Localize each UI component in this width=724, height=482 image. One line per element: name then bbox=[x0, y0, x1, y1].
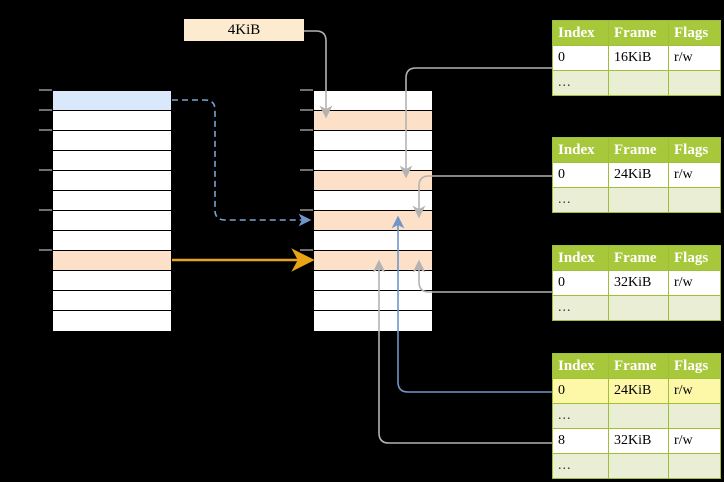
cell-flags bbox=[668, 70, 721, 96]
middle-column-ticks bbox=[300, 89, 313, 251]
cell-frame bbox=[608, 187, 669, 213]
cell-flags: r/w bbox=[668, 378, 721, 404]
column-header-index: Index bbox=[552, 137, 609, 163]
cell-index: 0 bbox=[552, 162, 609, 188]
column-header-flags: Flags bbox=[668, 20, 721, 46]
table-row-ellipsis: ... bbox=[552, 70, 721, 96]
cell-flags bbox=[668, 403, 721, 429]
cell-frame: 24KiB bbox=[608, 162, 669, 188]
cell-frame bbox=[608, 295, 669, 321]
table-row-ellipsis: ... bbox=[552, 403, 721, 429]
cell-index: ... bbox=[552, 70, 609, 96]
cell-frame: 32KiB bbox=[608, 428, 669, 454]
cell-frame bbox=[608, 403, 669, 429]
cell-flags: r/w bbox=[668, 270, 721, 296]
column-header-index: Index bbox=[552, 20, 609, 46]
column-header-frame: Frame bbox=[608, 245, 669, 271]
physical-frame-row-7 bbox=[314, 231, 432, 251]
physical-frame-row-5 bbox=[314, 191, 432, 211]
cell-frame bbox=[608, 70, 669, 96]
table-row-ellipsis: ... bbox=[552, 453, 721, 479]
virtual-page-row-4 bbox=[53, 171, 171, 191]
virtual-page-row-10 bbox=[53, 291, 171, 311]
cell-frame bbox=[608, 453, 669, 479]
column-header-index: Index bbox=[552, 353, 609, 379]
page-size-label: 4KiB bbox=[184, 19, 304, 41]
column-header-frame: Frame bbox=[608, 353, 669, 379]
virtual-page-row-6 bbox=[53, 211, 171, 231]
cell-index: 0 bbox=[552, 45, 609, 71]
wire-virtual-page-to-frame bbox=[172, 99, 312, 227]
virtual-page-row-0 bbox=[53, 91, 171, 111]
cell-index: ... bbox=[552, 187, 609, 213]
cell-index: ... bbox=[552, 295, 609, 321]
virtual-page-row-7 bbox=[53, 231, 171, 251]
cell-flags: r/w bbox=[668, 162, 721, 188]
column-header-frame: Frame bbox=[608, 20, 669, 46]
physical-memory-column bbox=[313, 90, 433, 331]
cell-flags bbox=[668, 453, 721, 479]
physical-frame-row-10 bbox=[314, 291, 432, 311]
cell-frame: 16KiB bbox=[608, 45, 669, 71]
cell-flags: r/w bbox=[668, 45, 721, 71]
physical-frame-row-1 bbox=[314, 111, 432, 131]
wire-table2-to-frame bbox=[412, 175, 552, 219]
table-row-ellipsis: ... bbox=[552, 187, 721, 213]
cell-flags bbox=[668, 187, 721, 213]
cell-index: 0 bbox=[552, 378, 609, 404]
virtual-address-space-column bbox=[52, 90, 172, 331]
cell-index: 0 bbox=[552, 270, 609, 296]
cell-index: ... bbox=[552, 453, 609, 479]
physical-frame-row-6 bbox=[314, 211, 432, 231]
column-header-flags: Flags bbox=[668, 137, 721, 163]
physical-frame-row-9 bbox=[314, 271, 432, 291]
virtual-page-row-3 bbox=[53, 151, 171, 171]
virtual-page-row-2 bbox=[53, 131, 171, 151]
wire-table3-to-frame bbox=[412, 259, 552, 293]
cell-frame: 24KiB bbox=[608, 378, 669, 404]
cell-frame: 32KiB bbox=[608, 270, 669, 296]
virtual-page-row-11 bbox=[53, 311, 171, 331]
virtual-page-row-8 bbox=[53, 251, 171, 271]
column-header-frame: Frame bbox=[608, 137, 669, 163]
left-column-ticks bbox=[39, 89, 52, 251]
physical-frame-row-0 bbox=[314, 91, 432, 111]
cell-index: 8 bbox=[552, 428, 609, 454]
table-row-ellipsis: ... bbox=[552, 295, 721, 321]
physical-frame-row-3 bbox=[314, 151, 432, 171]
physical-frame-row-2 bbox=[314, 131, 432, 151]
physical-frame-row-11 bbox=[314, 311, 432, 331]
column-header-flags: Flags bbox=[668, 353, 721, 379]
virtual-page-row-5 bbox=[53, 191, 171, 211]
virtual-page-row-9 bbox=[53, 271, 171, 291]
cell-index: ... bbox=[552, 403, 609, 429]
cell-flags bbox=[668, 295, 721, 321]
physical-frame-row-8 bbox=[314, 251, 432, 271]
cell-flags: r/w bbox=[668, 428, 721, 454]
virtual-page-row-1 bbox=[53, 111, 171, 131]
physical-frame-row-4 bbox=[314, 171, 432, 191]
column-header-flags: Flags bbox=[668, 245, 721, 271]
column-header-index: Index bbox=[552, 245, 609, 271]
